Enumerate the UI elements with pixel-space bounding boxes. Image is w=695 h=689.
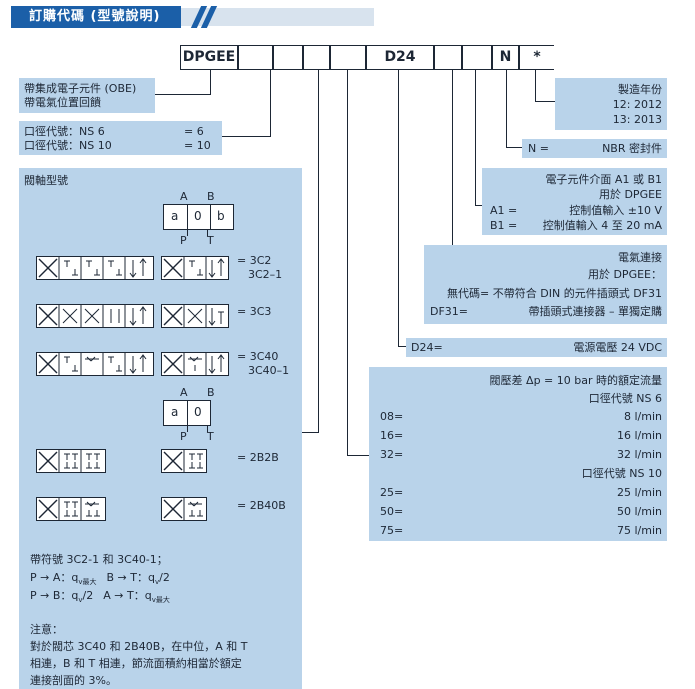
year-title: 製造年份 <box>618 83 662 96</box>
spool-symbol-3pos: a 0 b <box>163 204 234 230</box>
port-t-label-2: T <box>207 430 214 443</box>
spool-2b2b-symbol <box>161 449 207 473</box>
code-cell-model: DPGEE <box>180 45 238 70</box>
flow-row-key: 16= <box>380 429 404 442</box>
supply-key: D24= <box>411 341 443 354</box>
sym2-label-0: 0 <box>194 405 202 419</box>
sym-label-a: a <box>171 209 179 223</box>
flow-row-key: 75= <box>380 524 404 537</box>
spool-3c40-symbol <box>161 352 229 376</box>
note2-line2: 相連，B 和 T 相連，節流面積約相當於額定 <box>30 657 242 670</box>
electric-line1: 無代碼= 不帶符合 DIN 的元件插頭式 DF31 <box>447 287 662 300</box>
flow-box: 閥壓差 Δp = 10 bar 時的額定流量 口徑代號 NS 6 08= 8 l… <box>369 367 667 541</box>
spool-box: 閥軸型號 A B a 0 b P T = 3C2 3C2–1 <box>19 168 302 689</box>
code-cell-obe <box>238 45 273 70</box>
code-cell-electronics <box>462 45 492 70</box>
spool-2b2b-symbol-full <box>36 449 106 473</box>
electronics-a1-key: A1 = <box>490 204 518 217</box>
size-box: 口徑代號：NS 6 = 6 口徑代號：NS 10 = 10 <box>19 121 222 155</box>
year-box: 製造年份 12: 2012 13: 2013 <box>555 78 667 130</box>
port-a-label: A <box>180 190 188 203</box>
electronics-box: 電子元件介面 A1 或 B1 用於 DPGEE A1 = 控制值輸入 ±10 V… <box>482 168 667 235</box>
size-row1-label: 口徑代號：NS 6 <box>24 125 105 138</box>
flow-row-value: 50 l/min <box>617 505 662 518</box>
sym-label-b: b <box>217 209 225 223</box>
electronics-title: 電子元件介面 A1 或 B1 <box>545 173 662 186</box>
code-cell-seal: N <box>492 45 519 70</box>
size-row2-value: = 10 <box>184 139 211 152</box>
electric-df31-key: DF31= <box>430 305 469 318</box>
flow-row-key: 32= <box>380 448 404 461</box>
electronics-a1-value: 控制值輸入 ±10 V <box>569 204 662 217</box>
spool-2b40b-symbol-full <box>36 497 106 521</box>
size-row2-label: 口徑代號：NS 10 <box>24 139 112 152</box>
note2-line3: 連接剖面的 3%。 <box>30 674 117 687</box>
flow-row-value: 8 l/min <box>623 410 662 423</box>
port-p-label-2: P <box>180 430 187 443</box>
note2-title: 注意： <box>30 623 63 636</box>
seal-box: N = NBR 密封件 <box>522 139 667 158</box>
supply-value: 電源電壓 24 VDC <box>573 341 662 354</box>
year-2013: 13: 2013 <box>612 113 662 126</box>
spool-3c3-symbol <box>161 304 229 328</box>
electric-box: 電氣連接 用於 DPGEE： 無代碼= 不帶符合 DIN 的元件插頭式 DF31… <box>424 245 667 324</box>
flow-row-value: 25 l/min <box>617 486 662 499</box>
year-2012: 12: 2012 <box>612 98 662 111</box>
sym-label-0: 0 <box>194 209 202 223</box>
flow-row-key: 08= <box>380 410 404 423</box>
flow-row-key: 25= <box>380 486 404 499</box>
port-b-label: B <box>207 190 215 203</box>
note2-line1: 對於閥芯 3C40 和 2B40B，在中位，A 和 T <box>30 640 248 653</box>
electronics-b1-value: 控制值輸入 4 至 20 mA <box>542 219 662 232</box>
port-t-label: T <box>207 234 214 247</box>
label-3c3: = 3C3 <box>237 305 272 318</box>
label-3c40: = 3C40 <box>237 350 279 363</box>
code-cell-size <box>273 45 303 70</box>
flow-ns10: 口徑代號 NS 10 <box>581 467 662 480</box>
port-p-label: P <box>180 234 187 247</box>
flow-title: 閥壓差 Δp = 10 bar 時的額定流量 <box>489 374 662 387</box>
code-cell-electric <box>434 45 462 70</box>
obe-line1: 帶集成電子元件 (OBE) <box>24 82 137 95</box>
port-a-label-2: A <box>180 386 188 399</box>
flow-row-value: 32 l/min <box>617 448 662 461</box>
port-b-label-2: B <box>207 386 215 399</box>
sym2-label-a: a <box>171 405 179 419</box>
spool-3c2-symbol-full <box>36 256 154 280</box>
spool-3c40-symbol-full <box>36 352 154 376</box>
spool-3c3-symbol-full <box>36 304 154 328</box>
seal-key: N = <box>528 142 549 155</box>
electric-df31-value: 帶插頭式連接器 – 單獨定購 <box>528 305 663 318</box>
flow-row-key: 50= <box>380 505 404 518</box>
seal-value: NBR 密封件 <box>602 142 662 155</box>
flow-row-value: 16 l/min <box>617 429 662 442</box>
electronics-b1-key: B1 = <box>490 219 518 232</box>
spool-2b40b-symbol <box>161 497 207 521</box>
supply-box: D24= 電源電壓 24 VDC <box>406 338 667 357</box>
obe-box: 帶集成電子元件 (OBE) 帶電氣位置回饋 <box>19 78 155 113</box>
note1-line1: 帶符號 3C2-1 和 3C40-1； <box>30 553 168 566</box>
spool-symbol-2pos: a 0 <box>163 400 211 426</box>
label-3c2: = 3C2 <box>237 254 272 267</box>
code-cell-supply: D24 <box>366 45 434 70</box>
obe-line2: 帶電氣位置回饋 <box>24 96 101 109</box>
flow-ns6: 口徑代號 NS 6 <box>588 392 662 405</box>
label-3c2-1: 3C2–1 <box>248 268 283 281</box>
code-cell-flow <box>330 45 366 70</box>
page-title: 訂購代碼 (型號說明) <box>11 6 181 28</box>
size-row1-value: = 6 <box>184 125 204 138</box>
label-2b40b: = 2B40B <box>237 499 286 512</box>
electric-title: 電氣連接 <box>618 251 662 264</box>
spool-title: 閥軸型號 <box>24 174 68 187</box>
code-cell-year: * <box>519 45 554 70</box>
label-3c40-1: 3C40–1 <box>248 364 290 377</box>
flow-row-value: 75 l/min <box>617 524 662 537</box>
code-cell-spool <box>303 45 330 70</box>
spool-3c2-symbol <box>161 256 229 280</box>
electric-sub: 用於 DPGEE： <box>587 268 662 281</box>
electronics-sub: 用於 DPGEE <box>598 188 662 201</box>
label-2b2b: = 2B2B <box>237 451 279 464</box>
